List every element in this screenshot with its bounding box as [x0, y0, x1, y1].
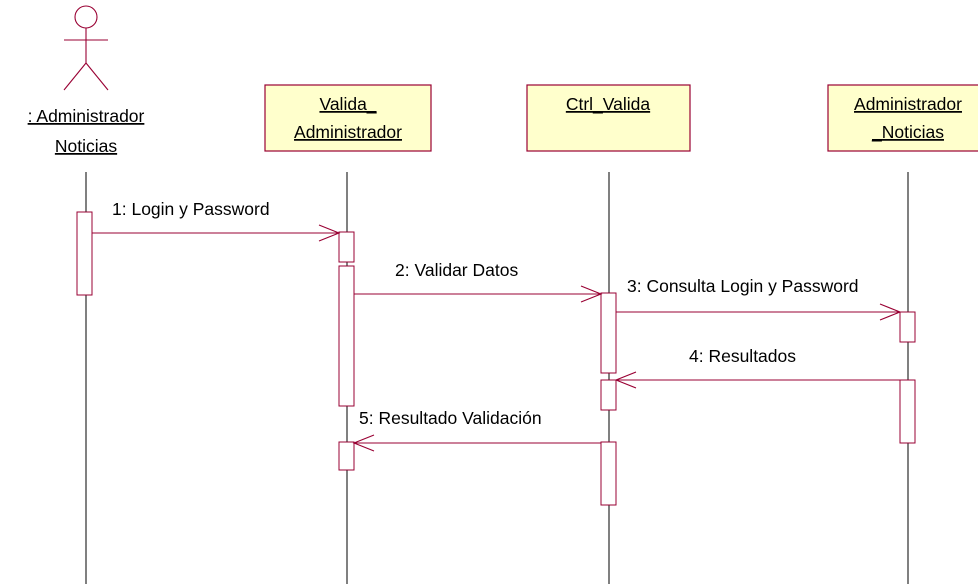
- actor-name-line1: : Administrador: [28, 106, 145, 126]
- message-5: [352, 434, 601, 452]
- activation-bar: [600, 379, 617, 411]
- arrowhead-icon: [352, 434, 375, 452]
- message-3: [616, 303, 902, 321]
- activation-bar: [338, 265, 355, 407]
- message-4: [614, 371, 900, 389]
- activation-bar: [600, 441, 617, 506]
- arrowhead-icon: [614, 371, 637, 389]
- participant-box-valida-administrador: [264, 84, 432, 152]
- message-2: [354, 285, 603, 303]
- participant-label-administrador-noticias-line1: Administrador: [854, 94, 962, 114]
- participant-label-administrador-noticias-line2: _Noticias: [871, 122, 944, 143]
- arrowhead-icon: [318, 224, 341, 242]
- participant-label-valida-administrador-line2: Administrador: [294, 122, 402, 142]
- message-3-label: 3: Consulta Login y Password: [627, 276, 859, 296]
- participant-label-ctrl-valida: Ctrl_Valida: [566, 94, 651, 115]
- activation-bar: [899, 311, 916, 343]
- arrowhead-icon: [879, 303, 902, 321]
- activation-bar: [899, 379, 916, 444]
- participant-label-valida-administrador-line1: Valida_: [319, 94, 376, 115]
- activation-bar: [600, 292, 617, 374]
- actor-name-line2: Noticias: [55, 136, 117, 156]
- arrowhead-icon: [580, 285, 603, 303]
- message-5-label: 5: Resultado Validación: [359, 408, 542, 428]
- activation-bar: [76, 211, 93, 296]
- message-1: [92, 224, 341, 242]
- message-1-label: 1: Login y Password: [112, 199, 270, 219]
- participant-box-ctrl-valida: [526, 84, 691, 152]
- message-4-label: 4: Resultados: [689, 346, 796, 366]
- actor-figure-icon: [63, 5, 109, 91]
- activation-bar: [338, 231, 355, 263]
- participant-box-administrador-noticias: [827, 84, 978, 152]
- activation-bar: [338, 441, 355, 471]
- message-2-label: 2: Validar Datos: [395, 260, 518, 280]
